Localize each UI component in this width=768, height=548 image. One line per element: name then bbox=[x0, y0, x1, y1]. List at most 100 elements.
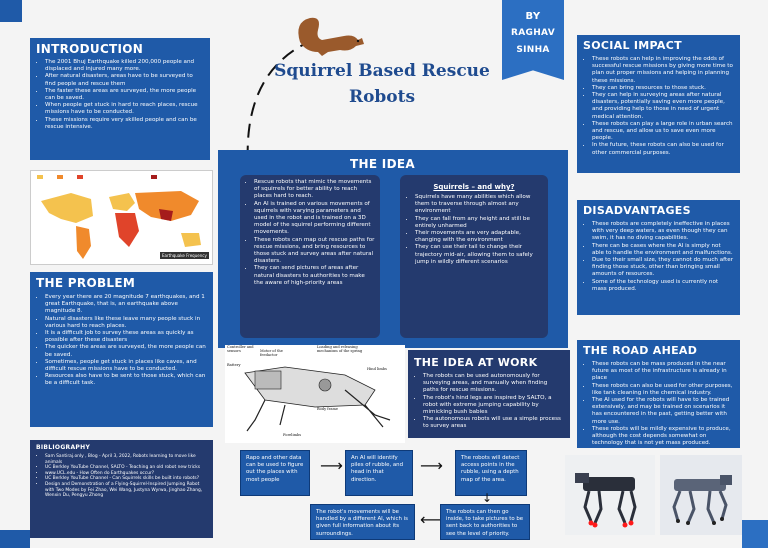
diagram-label-motor: Motor of the feedactor bbox=[260, 349, 283, 357]
robot-photo-right bbox=[660, 455, 742, 535]
idea-box: Rescue robots that mimic the movements o… bbox=[240, 175, 380, 338]
list-item: The robots can be used autonomously for … bbox=[423, 373, 564, 395]
robot-sketch-icon bbox=[244, 366, 391, 432]
disadvantages-panel: DISADVANTAGES These robots are completel… bbox=[577, 200, 740, 315]
corner-shape-bottom-right bbox=[742, 520, 768, 548]
list-item: Rescue robots that mimic the movements o… bbox=[254, 179, 375, 201]
idea-heading: THE IDEA bbox=[350, 157, 415, 171]
list-item: The faster these areas are surveyed, the… bbox=[45, 88, 204, 102]
list-item: The robot's hind legs are inspired by SA… bbox=[423, 395, 564, 417]
world-map-icon bbox=[31, 171, 212, 264]
author-last-name: SINHA bbox=[516, 45, 550, 55]
at-work-list: The robots can be used autonomously for … bbox=[414, 373, 564, 431]
list-item: They can bring resources to those stuck. bbox=[592, 85, 734, 92]
list-item: They can fall from any height and still … bbox=[415, 216, 542, 230]
flow-step-3: The robots will detect access points in … bbox=[455, 450, 527, 496]
list-item: Some of the technology used is currently… bbox=[592, 279, 734, 293]
list-item: There can be cases where the AI is simpl… bbox=[592, 243, 734, 257]
corner-shape-top-left bbox=[0, 0, 22, 22]
list-item: Sam Santiraj.only , Blog - April 3, 2022… bbox=[45, 454, 207, 465]
list-item: Their movements are very adaptable, chan… bbox=[415, 230, 542, 244]
author-first-name: RAGHAV bbox=[511, 28, 555, 38]
list-item: They can send pictures of areas after na… bbox=[254, 265, 375, 287]
list-item: These robots can map out rescue paths fo… bbox=[254, 237, 375, 266]
road-ahead-heading: THE ROAD AHEAD bbox=[583, 344, 698, 357]
at-work-heading: THE IDEA AT WORK bbox=[414, 356, 538, 369]
arrow-down-icon: ↓ bbox=[482, 491, 493, 505]
arrow-left-icon: ⟵ bbox=[420, 510, 443, 529]
social-impact-list: These robots can help in improving the o… bbox=[583, 56, 734, 157]
list-item: Natural disasters like these leave many … bbox=[45, 316, 207, 330]
flow-step-4: The robot's movements will be handled by… bbox=[310, 504, 415, 540]
problem-panel: THE PROBLEM Every year there are 20 magn… bbox=[30, 272, 213, 427]
list-item: Squirrels have many abilities which allo… bbox=[415, 194, 542, 216]
title-line-1: Squirrel Based Rescue bbox=[274, 61, 490, 81]
list-item: They can help in surveying areas after n… bbox=[592, 92, 734, 121]
why-list: Squirrels have many abilities which allo… bbox=[406, 194, 542, 266]
list-item: These robots can be mass produced in the… bbox=[592, 361, 734, 383]
why-box: Squirrels – and why? Squirrels have many… bbox=[400, 175, 548, 338]
list-item: Due to their small size, they cannot do … bbox=[592, 257, 734, 279]
diagram-label-controller: Controller and sensors bbox=[227, 345, 254, 353]
diagram-label-hind-limbs: Hind limbs bbox=[367, 367, 387, 371]
robot-photo-left bbox=[565, 455, 655, 535]
social-impact-heading: SOCIAL IMPACT bbox=[583, 39, 682, 52]
diagram-label-battery: Battery bbox=[227, 363, 241, 367]
list-item: Sometimes, people get stuck in places li… bbox=[45, 359, 207, 373]
list-item: These robots can play a large role in ur… bbox=[592, 121, 734, 143]
list-item: UC Berkley YouTube Channel, SALTO - Teac… bbox=[45, 465, 207, 471]
list-item: The autonomous robots will use a simple … bbox=[423, 416, 564, 430]
idea-list: Rescue robots that mimic the movements o… bbox=[245, 179, 375, 287]
problem-list: Every year there are 20 magnitude 7 eart… bbox=[36, 294, 207, 388]
road-ahead-panel: THE ROAD AHEAD These robots can be mass … bbox=[577, 340, 740, 448]
corner-shape-bottom-left bbox=[0, 530, 30, 548]
arrow-right-icon: ⟶ bbox=[420, 456, 443, 475]
earthquake-map bbox=[30, 170, 213, 265]
list-item: These robots can also be used for other … bbox=[592, 383, 734, 397]
list-item: In the future, these robots can also be … bbox=[592, 142, 734, 156]
arrow-right-icon: ⟶ bbox=[320, 456, 343, 475]
list-item: These missions require very skilled peop… bbox=[45, 117, 204, 131]
flow-step-2: An AI will identify piles of rubble, and… bbox=[345, 450, 413, 496]
list-item: Resources also have to be sent to those … bbox=[45, 373, 207, 387]
flow-step-1: Rapo and other data can be used to figur… bbox=[240, 450, 310, 496]
at-work-panel: THE IDEA AT WORK The robots can be used … bbox=[408, 350, 570, 438]
disadvantages-list: These robots are completely ineffective … bbox=[583, 221, 734, 293]
quadruped-robot-icon bbox=[672, 475, 732, 525]
poster-title: Squirrel Based Rescue Robots bbox=[262, 60, 502, 112]
list-item: Every year there are 20 magnitude 7 eart… bbox=[45, 294, 207, 316]
list-item: After natural disasters, areas have to b… bbox=[45, 73, 204, 87]
list-item: They can use their tail to change their … bbox=[415, 244, 542, 266]
list-item: These robots will be mildly expensive to… bbox=[592, 426, 734, 448]
introduction-heading: INTRODUCTION bbox=[36, 42, 144, 56]
diagram-label-spring: Loading and releasing mechanism of the s… bbox=[317, 345, 363, 353]
introduction-list: The 2001 Bhuj Earthquake killed 200,000 … bbox=[36, 59, 204, 131]
list-item: It is a difficult job to survey these ar… bbox=[45, 330, 207, 344]
title-line-2: Robots bbox=[348, 87, 416, 107]
author-by: BY bbox=[525, 11, 541, 22]
list-item: The 2001 Bhuj Earthquake killed 200,000 … bbox=[45, 59, 204, 73]
diagram-label-body-frame: Body frame bbox=[317, 407, 339, 411]
bibliography-list: Sam Santiraj.only , Blog - April 3, 2022… bbox=[36, 454, 207, 499]
why-title: Squirrels – and why? bbox=[433, 183, 515, 191]
list-item: These robots can help in improving the o… bbox=[592, 56, 734, 85]
bibliography-panel: BIBLIOGRAPHY Sam Santiraj.only , Blog - … bbox=[30, 440, 213, 538]
diagram-label-forelimbs: Forelimbs bbox=[283, 433, 302, 437]
disadvantages-heading: DISADVANTAGES bbox=[583, 204, 691, 217]
list-item: Design and Demonstration of a Flying-Squ… bbox=[45, 482, 207, 499]
list-item: The AI used for the robots will have to … bbox=[592, 397, 734, 426]
squirrel-icon bbox=[298, 17, 364, 56]
social-impact-panel: SOCIAL IMPACT These robots can help in i… bbox=[577, 35, 740, 173]
flow-step-5: The robots can then go inside, to take p… bbox=[440, 504, 530, 540]
problem-heading: THE PROBLEM bbox=[36, 276, 136, 290]
map-caption: Earthquake Frequency bbox=[160, 252, 209, 259]
list-item: UC Berkley YouTube Channel - Can Squirre… bbox=[45, 476, 207, 482]
bibliography-heading: BIBLIOGRAPHY bbox=[36, 444, 91, 451]
quadruped-robot-icon bbox=[575, 473, 637, 528]
robot-diagram: Controller and sensors Motor of the feed… bbox=[225, 345, 405, 443]
list-item: When people get stuck in hard to reach p… bbox=[45, 102, 204, 116]
list-item: An AI is trained on various movements of… bbox=[254, 201, 375, 237]
list-item: The quicker the areas are surveyed, the … bbox=[45, 344, 207, 358]
list-item: www.UCL.edu - How Often do Earthquakes o… bbox=[45, 471, 207, 477]
author-banner: BY RAGHAV SINHA bbox=[502, 0, 564, 80]
